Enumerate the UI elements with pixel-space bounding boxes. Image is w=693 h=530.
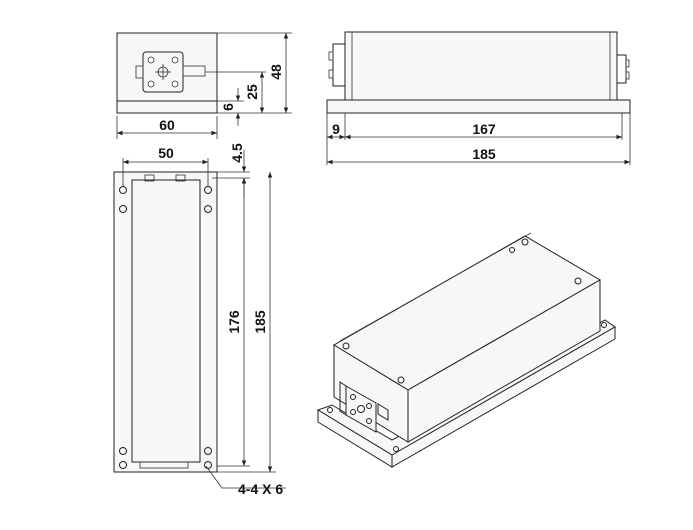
side-total-length-label: 185 [472,146,496,162]
iso-screw-icon [342,342,350,350]
iso-screw-icon [521,238,529,246]
side-base-plate [326,99,631,114]
mounting-holes-label: 4-4 X 6 [238,481,283,497]
mounting-hole-icon [119,186,127,194]
side-body-outline [344,31,618,101]
iso-screw-icon [397,376,405,384]
mounting-hole-icon [119,205,127,213]
front-base-plate [116,100,218,114]
iso-aperture-icon [357,405,365,413]
hole-spacing-label: 50 [158,145,174,161]
iso-screw-icon [509,247,515,253]
mounting-hole-icon [204,186,212,194]
front-view: 60 48 25 6 [116,32,292,139]
base-offset-label: 6 [220,103,236,111]
iso-screw-icon [574,277,582,285]
flange-label: 9 [332,121,340,137]
flange-screw-icon [147,80,155,88]
mounting-hole-icon [119,447,127,455]
mounting-hole-icon [204,205,212,213]
hole-pitch-label: 176 [226,310,242,334]
top-total-length-label: 185 [252,310,268,334]
side-connector-right [616,54,627,84]
center-height-label: 25 [244,84,260,100]
isometric-view [316,232,616,468]
leader-line [205,465,286,489]
iso-body-side [407,279,601,443]
body-length-label: 167 [472,121,496,137]
edge-offset-label: 4.5 [229,143,245,163]
mounting-hole-icon [119,461,127,469]
top-base-plate [113,171,218,473]
front-height-label: 48 [268,64,284,80]
iso-mounting-hole-icon [393,446,399,452]
front-body-outline [116,32,218,102]
side-view: 9 167 185 [326,31,631,165]
flange-screw-icon [147,56,155,64]
mounting-holes [119,186,212,469]
flange-screw-icon [171,80,179,88]
iso-mounting-hole-icon [601,322,607,328]
mounting-hole-icon [204,447,212,455]
flange-screw-icon [171,56,179,64]
output-stub [182,65,206,77]
top-view: 50 4.5 176 185 4-4 X 6 [113,143,286,497]
iso-mounting-hole-icon [327,407,333,413]
front-width-label: 60 [159,117,175,133]
side-connector-left [332,43,346,87]
iso-base-side [391,326,616,468]
